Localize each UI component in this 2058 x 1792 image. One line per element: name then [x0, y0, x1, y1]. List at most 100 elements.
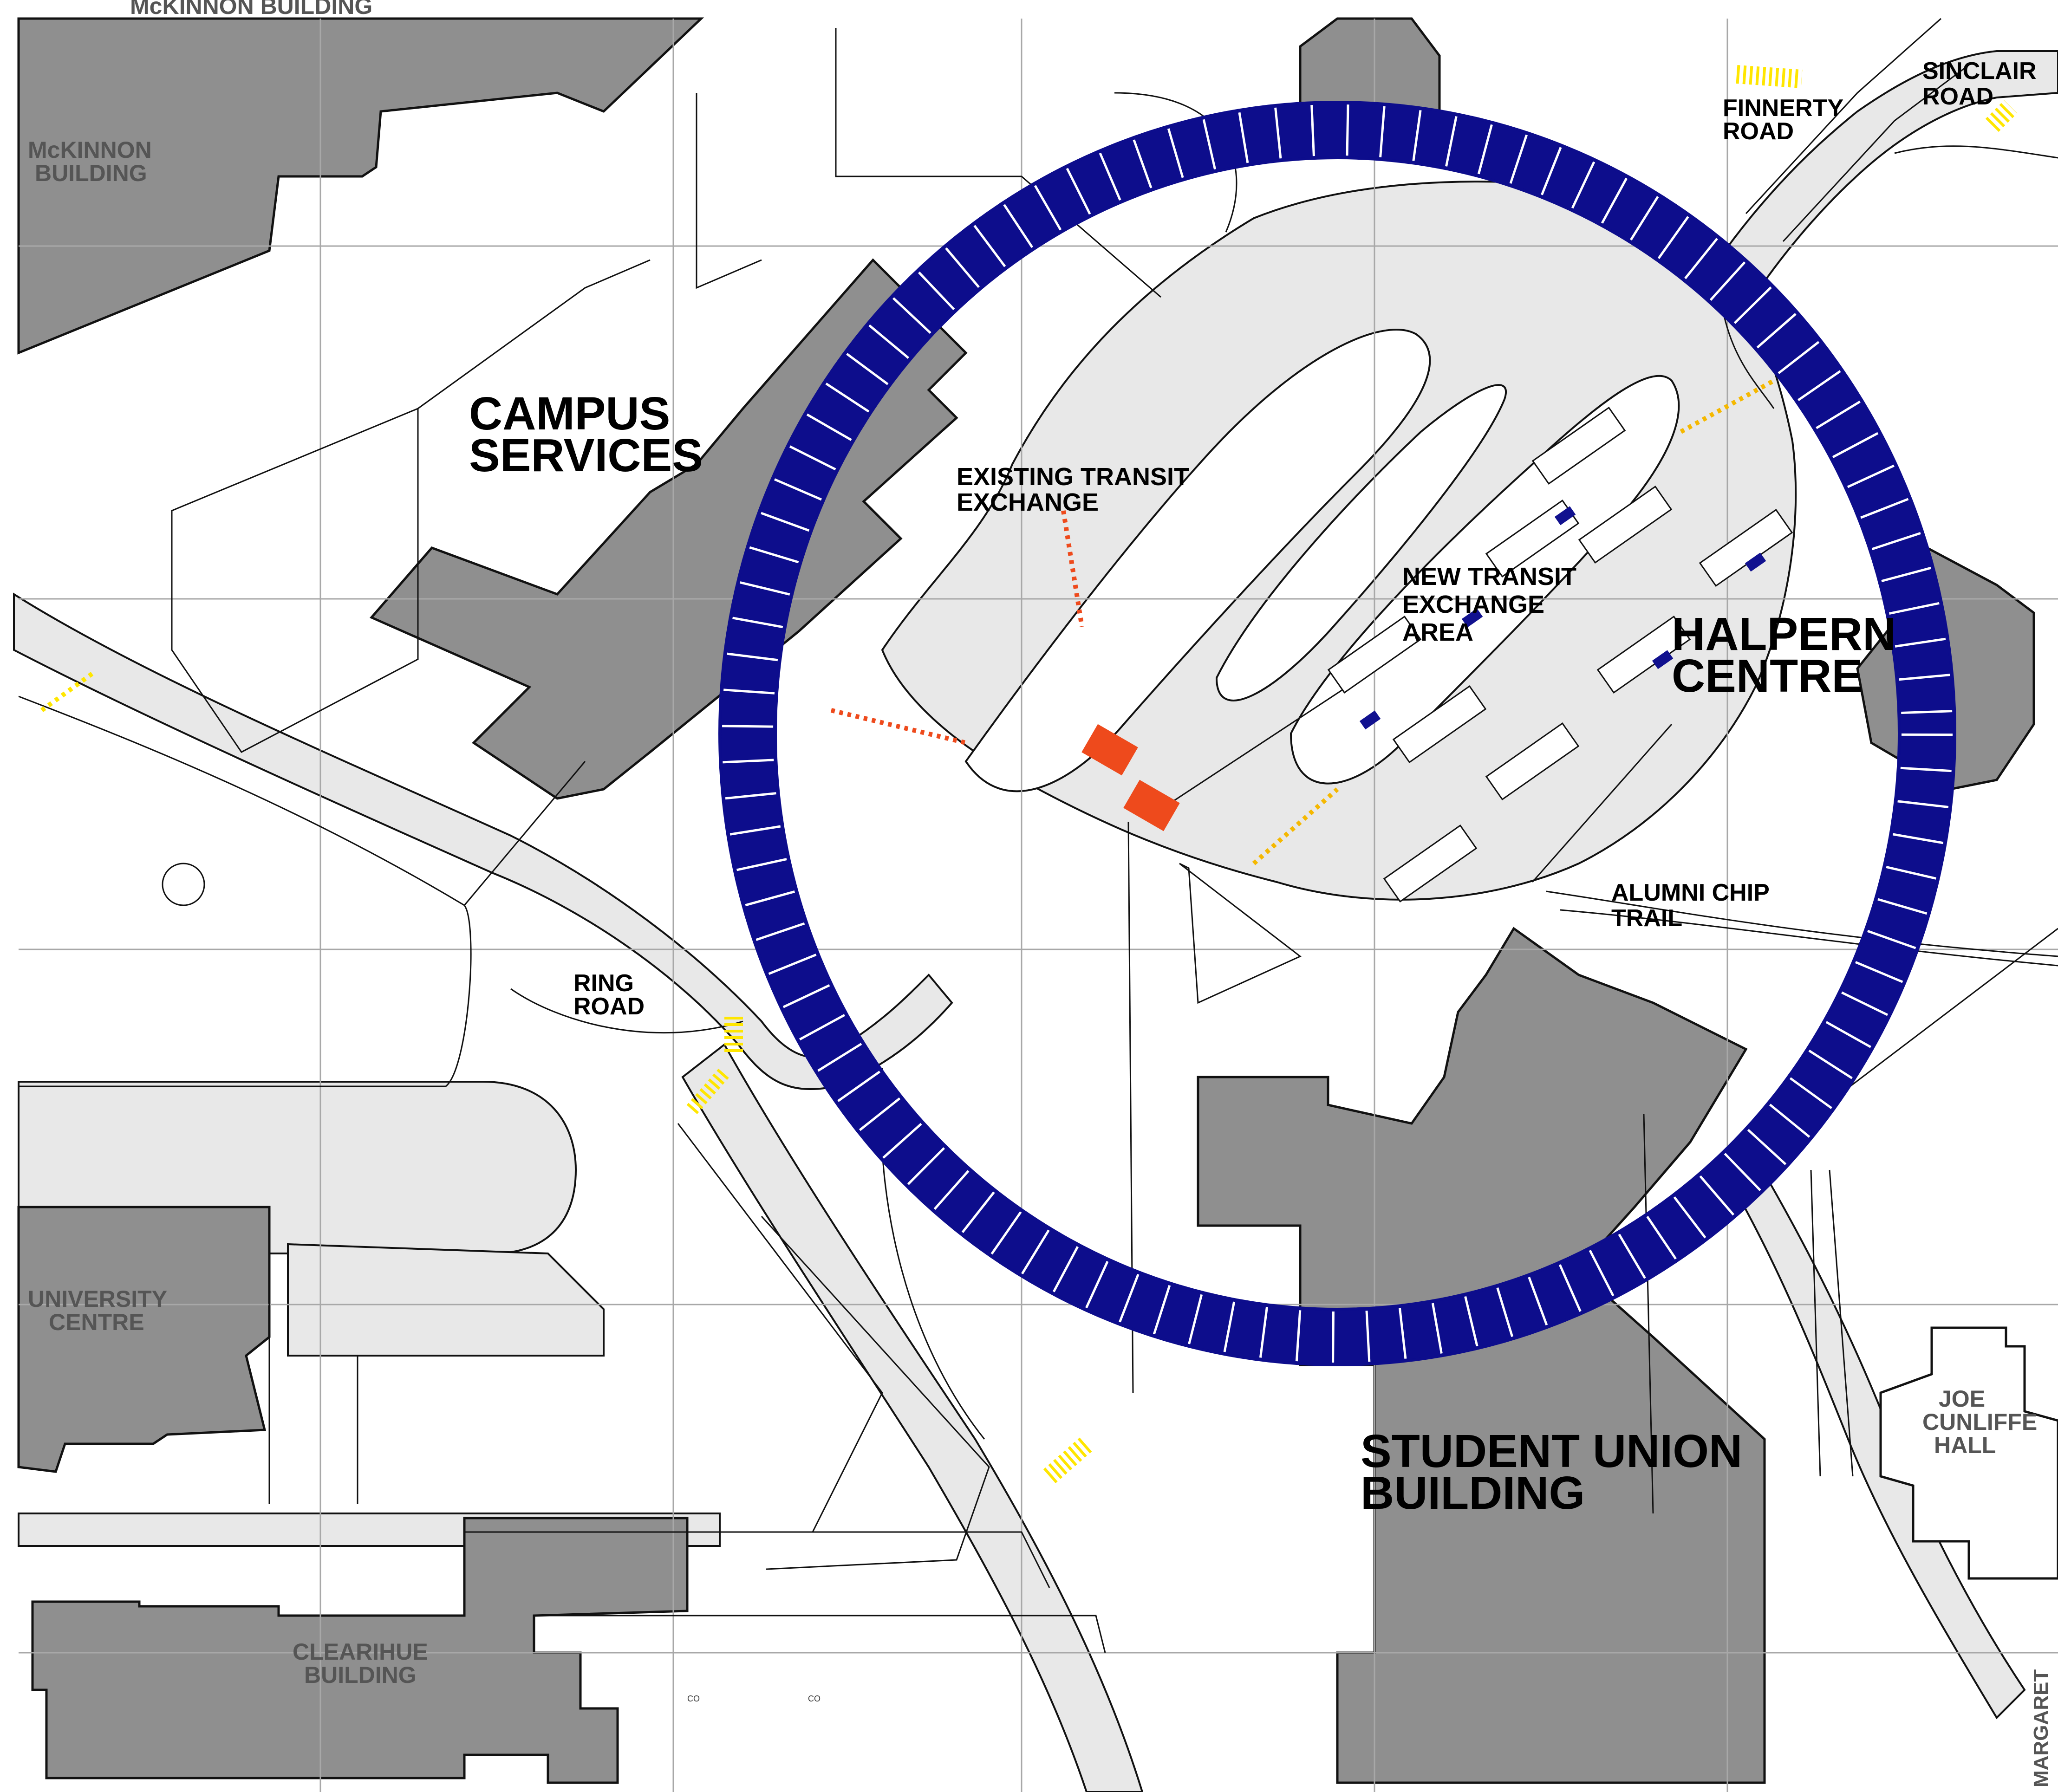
- path-outlines: [18, 18, 2058, 1653]
- crosswalks: [40, 65, 2018, 1484]
- path-9: [1546, 890, 2058, 957]
- path-23: [171, 407, 419, 753]
- ring-stripes: [722, 104, 1953, 1363]
- university-centre-building: [17, 1206, 271, 1473]
- crosswalk-stripes-icon: [830, 708, 967, 745]
- joe-cunliffe-hall: [1879, 1326, 2058, 1580]
- path-1: [18, 695, 465, 906]
- shelter-4: [1327, 615, 1422, 694]
- path-25: [1531, 724, 1673, 883]
- label-clearihue-2: BUILDING: [304, 1662, 417, 1688]
- label-ring-road-2: ROAD: [573, 993, 645, 1020]
- path-18: [1894, 145, 2058, 159]
- path-14: [1829, 1169, 1854, 1477]
- label-university-2: CENTRE: [49, 1309, 144, 1335]
- path-30: [539, 1615, 1106, 1653]
- path-24: [463, 761, 586, 906]
- crosswalk-stripes-icon: [1043, 1436, 1093, 1484]
- label-campus-services-1: CAMPUS: [469, 388, 670, 440]
- crosswalk-stripes-icon: [1123, 779, 1180, 831]
- label-joe-2: CUNLIFFE: [1922, 1409, 2037, 1435]
- crosswalk-stripes-icon: [1081, 724, 1138, 776]
- path-22: [417, 259, 651, 409]
- label-campus-services-2: SERVICES: [469, 429, 703, 481]
- path-19: [696, 93, 762, 289]
- label-new-transit-3: AREA: [1402, 618, 1473, 646]
- label-university-1: UNIVERSITY: [28, 1286, 167, 1312]
- five-minute-ring: [718, 101, 1956, 1366]
- crosswalk-stripes-icon: [1680, 378, 1775, 434]
- exchange-islands: [964, 329, 1680, 792]
- label-finnerty-2: ROAD: [1723, 118, 1794, 145]
- label-mckinnon-2: BUILDING: [35, 160, 147, 186]
- path-17: [1782, 64, 1969, 242]
- ring-outer-edge: [718, 101, 1956, 1366]
- crosswalk-stripes-icon: [1985, 100, 2018, 132]
- island-new-exchange: [1290, 375, 1680, 785]
- bus-shelter-square-icon: [1745, 552, 1766, 572]
- label-mckinnon-top: McKINNON BUILDING: [130, 0, 372, 19]
- path-26: [1170, 686, 1347, 804]
- label-halpern-2: CENTRE: [1672, 650, 1863, 702]
- shelter-1: [1531, 406, 1626, 485]
- path-2: [19, 905, 472, 1087]
- shelter-9: [1383, 824, 1478, 903]
- label-new-transit-1: NEW TRANSIT: [1402, 563, 1576, 591]
- ring-road-south: [681, 1043, 1144, 1792]
- path-16: [1745, 18, 1941, 214]
- label-joe-3: HALL: [1934, 1432, 1996, 1458]
- label-alumni-1: ALUMNI CHIP: [1611, 879, 1770, 906]
- bus-shelter-square-icon: [1652, 650, 1674, 669]
- crosswalk-stripes-icon: [1252, 787, 1339, 865]
- crosswalk-stripes-icon: [686, 1068, 730, 1114]
- label-joe-1: JOE: [1939, 1386, 1985, 1412]
- ring-inner-edge: [774, 156, 1901, 1311]
- bus-shelters: [1327, 406, 1793, 903]
- path-29: [464, 1531, 1050, 1588]
- bus-shelter-square-icon: [1554, 506, 1576, 526]
- path-20: [835, 28, 1161, 298]
- crosswalk-stripes-icon: [1736, 65, 1803, 88]
- label-existing-transit-1: EXISTING TRANSIT: [957, 463, 1189, 491]
- label-sinclair-1: SINCLAIR: [1922, 58, 2037, 84]
- west-road-lower: [287, 1243, 605, 1357]
- ring-road-band: [13, 592, 953, 1090]
- crosswalk-stripes-icon: [1061, 510, 1084, 627]
- label-ring-road-1: RING: [573, 970, 634, 997]
- shelter-5: [1392, 685, 1487, 764]
- shelter-8: [1596, 615, 1691, 694]
- south-east-path: [1717, 1141, 2026, 1720]
- crosswalk-stripes-icon: [40, 671, 94, 713]
- path-13: [1810, 1169, 1821, 1477]
- shelter-6: [1485, 722, 1580, 801]
- label-co-1: CO: [687, 1694, 700, 1703]
- label-margaret: MARGARET: [2030, 1669, 2052, 1787]
- shelter-3: [1578, 485, 1673, 564]
- transit-stops: [1359, 506, 1766, 730]
- label-halpern-1: HALPERN: [1672, 608, 1896, 660]
- north-east-road: [1717, 50, 2058, 289]
- bus-shelter-square-icon: [1461, 608, 1483, 628]
- label-mckinnon-1: McKINNON: [28, 137, 152, 163]
- bus-shelter-square-icon: [1359, 710, 1381, 730]
- label-sinclair-2: ROAD: [1922, 83, 1993, 110]
- path-5: [761, 1215, 990, 1570]
- path-3: [510, 988, 743, 1034]
- island-west: [964, 329, 1431, 792]
- label-clearihue-1: CLEARIHUE: [293, 1639, 428, 1665]
- label-sub-2: BUILDING: [1361, 1467, 1585, 1519]
- label-alumni-2: TRAIL: [1611, 905, 1682, 932]
- path-12: [1643, 1114, 1654, 1514]
- mckinnon-building: [17, 17, 704, 355]
- label-new-transit-2: EXCHANGE: [1402, 591, 1544, 618]
- path-10: [1560, 909, 2058, 967]
- label-sub-1: STUDENT UNION: [1361, 1425, 1742, 1477]
- roundabout-circle: [162, 863, 205, 906]
- label-existing-transit-2: EXCHANGE: [957, 488, 1099, 516]
- island-middle: [1215, 384, 1507, 701]
- label-co-2: CO: [808, 1694, 821, 1703]
- path-8: [1179, 863, 1302, 1004]
- map-labels: McKINNON BUILDING McKINNON BUILDING CAMP…: [28, 0, 2052, 1787]
- label-finnerty-1: FINNERTY: [1723, 95, 1843, 122]
